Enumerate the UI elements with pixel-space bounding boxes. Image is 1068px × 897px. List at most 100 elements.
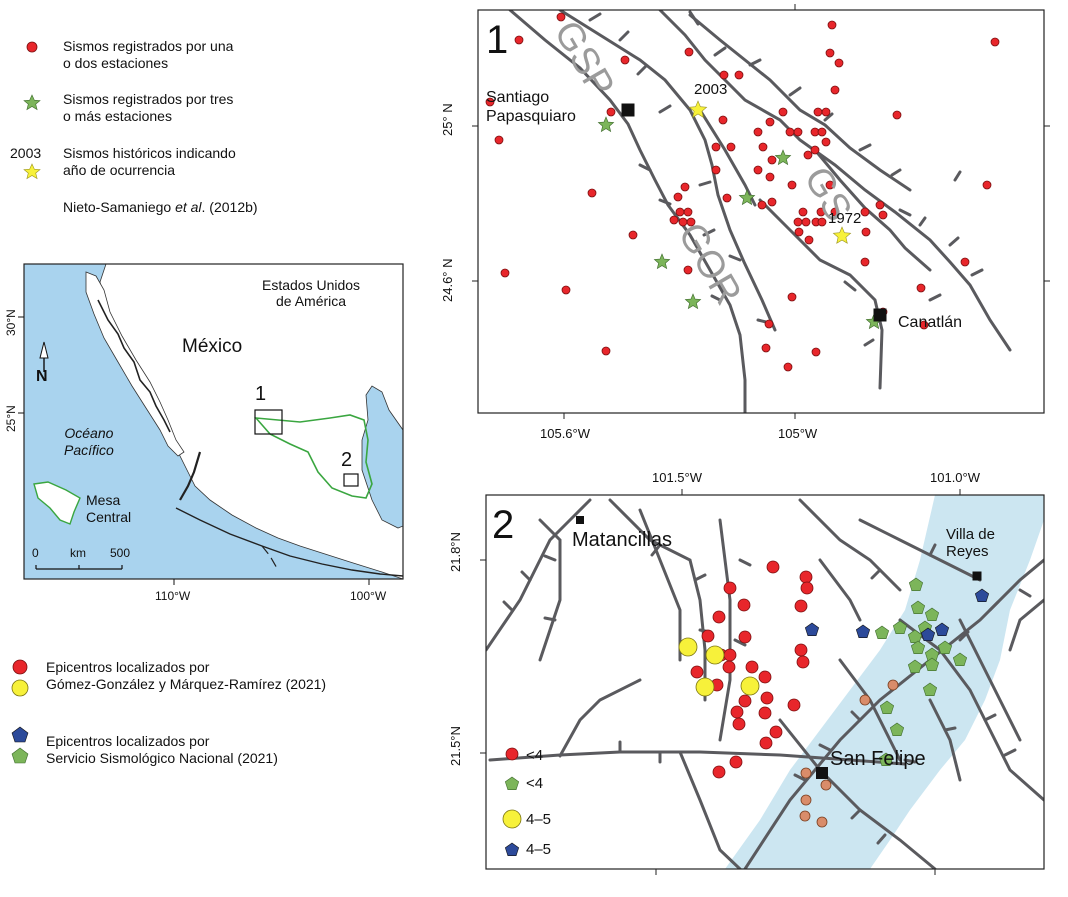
epicenter-ssn-green <box>878 752 894 767</box>
quake-green-star <box>684 293 702 310</box>
epicenter-ssn-green <box>879 700 895 715</box>
town-canatlan-marker <box>873 308 887 322</box>
legend-source-italic: et al <box>175 199 202 215</box>
usa-label: Estados Unidos de América <box>262 277 360 309</box>
epicenter-local-red <box>787 698 801 712</box>
quake-red-dot <box>825 180 835 190</box>
quake-red-dot <box>494 135 504 145</box>
quake-red-dot <box>680 182 690 192</box>
legend-green-star-line2: o más estaciones <box>63 108 172 124</box>
inset-legend-yellow: 4–5 <box>526 811 552 828</box>
quake-red-dot <box>764 319 774 329</box>
legend-yellow-star-line1: Sismos históricos indicando <box>63 145 236 161</box>
epicenter-ssn-green <box>910 600 926 615</box>
epicenter-ssn-green <box>924 607 940 622</box>
epicenter-local-red <box>690 665 704 679</box>
quake-red-dot <box>673 192 683 202</box>
map-2-lat-215: 21.5°N <box>448 726 463 766</box>
box-2-label: 2 <box>341 449 353 471</box>
quake-red-dot <box>500 268 510 278</box>
index-map-plate-boundary <box>97 299 171 433</box>
quake-red-dot <box>669 215 679 225</box>
index-map-box-1 <box>254 409 283 435</box>
scale-label-km: km <box>70 546 86 560</box>
epicenter-ssn-green <box>937 640 953 655</box>
legend-green-star-line1: Sismos registrados por tres <box>63 91 234 107</box>
map-1-faults <box>508 10 1012 413</box>
town-san-felipe: San Felipe <box>830 748 926 770</box>
quake-red-dot <box>817 217 827 227</box>
quake-red-dot <box>561 285 571 295</box>
quake-red-dot <box>767 155 777 165</box>
quake-historic-1972-star <box>832 226 852 244</box>
quake-green-star <box>738 189 756 206</box>
legend-bottom-symbols <box>11 659 29 764</box>
quake-red-dot <box>711 165 721 175</box>
quake-red-dot <box>787 180 797 190</box>
epicenter-local-red <box>766 560 780 574</box>
legend-red-circle-symbol <box>12 659 28 675</box>
index-map-scale-bar <box>35 565 123 570</box>
quake-red-dot <box>765 172 775 182</box>
quake-red-dot <box>722 193 732 203</box>
inset-legend-red-symbol <box>505 747 519 761</box>
epicenter-local-red <box>794 643 808 657</box>
quake-red-dot <box>683 265 693 275</box>
epicenter-salmon <box>799 810 811 822</box>
town-santiago-line2: Papasquiaro <box>486 108 576 125</box>
map-2-lat-218: 21.8°N <box>448 532 463 572</box>
epicenter-local-red <box>722 660 736 674</box>
map-2-panel-number: 2 <box>492 503 515 547</box>
usa-label-line2: de América <box>276 293 347 309</box>
epicenter-ssn-green <box>952 652 968 667</box>
quake-red-dot <box>816 207 826 217</box>
quake-red-dot <box>485 97 495 107</box>
epicenter-local-red <box>758 706 772 720</box>
legend-epi-local-line2: Gómez-González y Márquez-Ramírez (2021) <box>46 676 327 692</box>
scale-label-0: 0 <box>32 546 39 560</box>
year-1972: 1972 <box>828 210 862 227</box>
legend-green-pentagon-symbol <box>11 747 29 764</box>
quake-red-dot <box>801 217 811 227</box>
epicenter-ssn-green <box>922 682 938 697</box>
quake-red-dot <box>804 235 814 245</box>
quake-red-dot <box>830 207 840 217</box>
quake-red-dot <box>767 197 777 207</box>
north-label: N <box>36 368 48 385</box>
legend-red-dot-line1: Sismos registrados por una <box>63 38 234 54</box>
quake-red-dot <box>827 20 837 30</box>
epicenter-ssn-blue <box>920 627 936 642</box>
epicenter-local-red <box>738 694 752 708</box>
quake-red-dot <box>817 127 827 137</box>
town-villa-line1: Villa de <box>946 526 995 543</box>
quake-red-dot <box>684 47 694 57</box>
legend-epi-ssn-line1: Epicentros localizados por <box>46 733 210 749</box>
legend-year-sample: 2003 <box>10 145 42 161</box>
epicenter-ssn-green <box>924 657 940 672</box>
epicenter-salmon <box>800 767 812 779</box>
quake-red-dot <box>798 207 808 217</box>
mexico-label: México <box>182 336 243 357</box>
epicenter-local-red <box>712 610 726 624</box>
scale-label-500: 500 <box>110 546 131 560</box>
quake-red-dot <box>757 200 767 210</box>
town-villa-marker <box>972 571 982 581</box>
epicenter-local-red <box>737 598 751 612</box>
epicenter-local-red <box>732 717 746 731</box>
epicenter-local-yellow <box>705 645 725 665</box>
quake-red-dot <box>606 107 616 117</box>
legend-yellow-star-label: Sismos históricos indicando año de ocurr… <box>63 145 236 179</box>
legend-red-dot-label: Sismos registrados por una o dos estacio… <box>63 38 233 72</box>
quake-green-star <box>597 116 615 133</box>
quake-green-star <box>653 253 671 270</box>
year-2003: 2003 <box>694 81 728 98</box>
town-santiago-line1: Santiago <box>486 89 550 106</box>
quake-red-dot <box>860 207 870 217</box>
town-sanfelipe-marker <box>816 767 828 779</box>
map-2-lon-1010: 101.0°W <box>930 470 981 485</box>
legend-source-prefix: Nieto-Samaniego <box>63 199 176 215</box>
epicenter-local-red <box>769 725 783 739</box>
quake-red-dot <box>734 70 744 80</box>
index-lon-110: 110°W <box>155 589 191 603</box>
